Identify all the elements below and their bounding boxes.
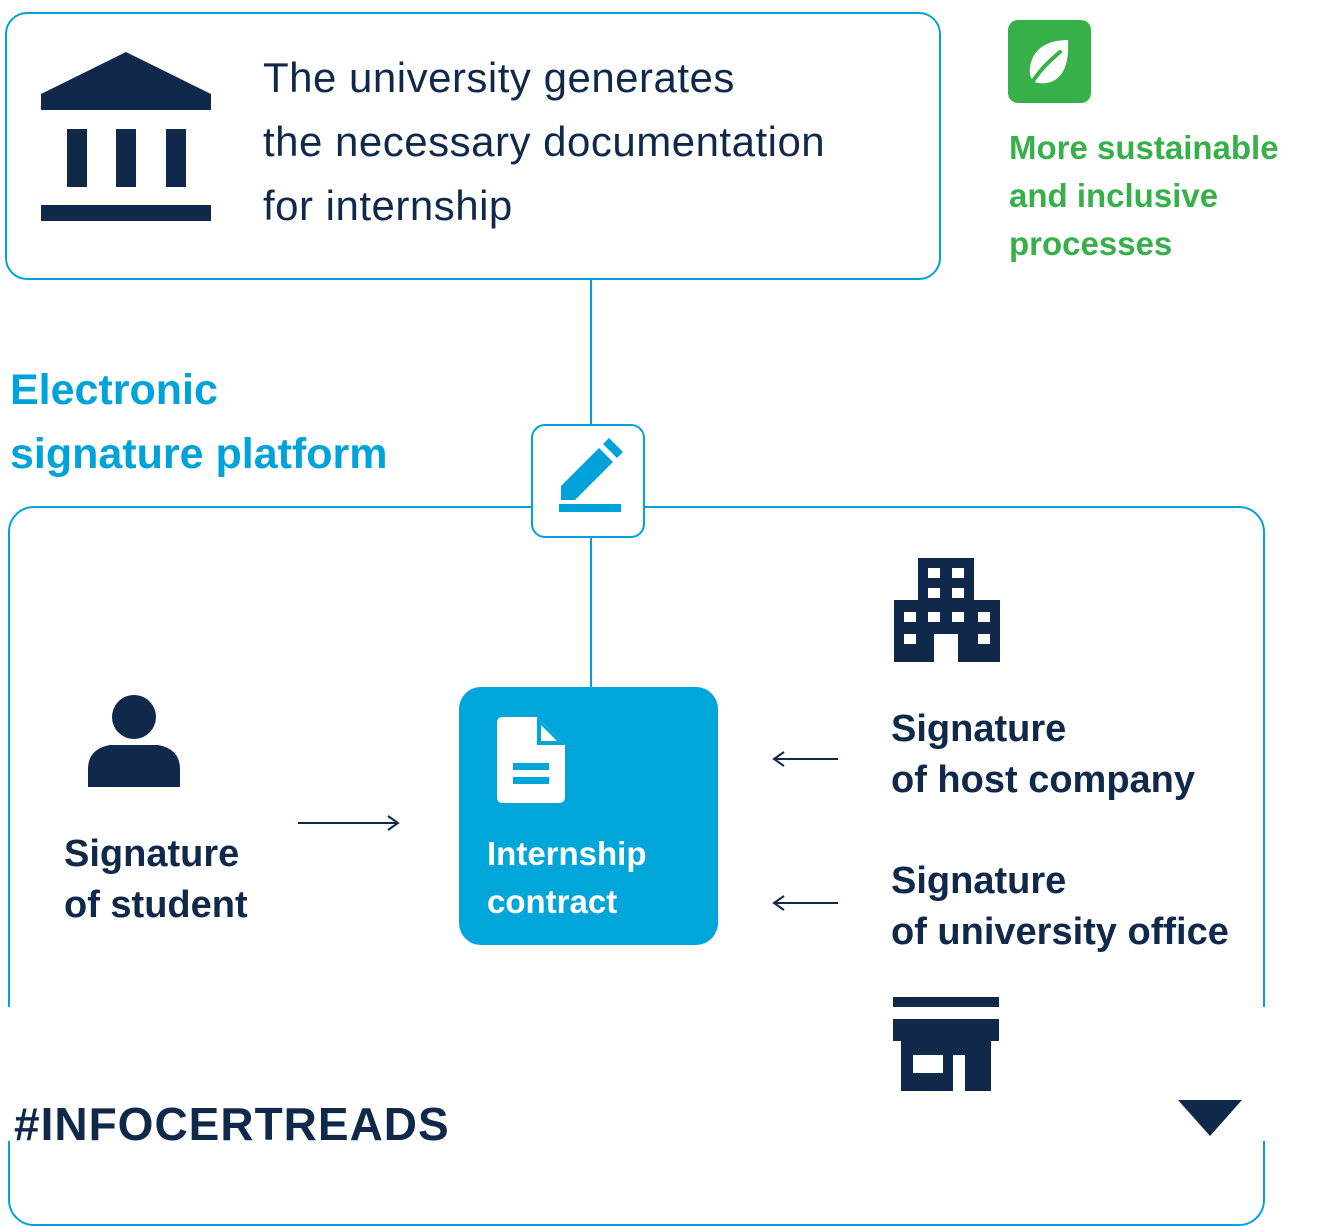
arrow-left-icon	[772, 895, 838, 911]
platform-title-line: Electronic	[10, 366, 218, 414]
host-company-label-line: Signature	[891, 708, 1067, 750]
student-signature-label: Signature of student	[64, 829, 324, 931]
sustainability-line: and inclusive	[1009, 177, 1219, 214]
university-office-signature-label: Signature of university office	[891, 856, 1311, 958]
university-text-line: the necessary documentation	[263, 118, 826, 165]
box-fade	[0, 1007, 1320, 1141]
sustainability-line: processes	[1009, 225, 1173, 262]
university-office-label-line: of university office	[891, 911, 1229, 953]
leaf-icon	[1028, 40, 1069, 88]
contract-label: Internship contract	[487, 830, 707, 926]
student-label-line: of student	[64, 884, 248, 926]
contract-label-line: Internship	[487, 835, 647, 872]
university-box	[5, 12, 941, 280]
office-building-icon	[894, 558, 1000, 662]
sustainability-text: More sustainable and inclusive processes	[1009, 124, 1314, 268]
platform-title: Electronic signature platform	[10, 358, 470, 486]
host-company-signature-label: Signature of host company	[891, 704, 1311, 806]
host-company-label-line: of host company	[891, 759, 1196, 801]
storefront-icon	[893, 997, 999, 1091]
contract-label-line: contract	[487, 883, 618, 920]
arrow-right-icon	[298, 815, 400, 831]
edit-pen-box	[531, 424, 645, 538]
platform-title-line: signature platform	[10, 430, 388, 478]
triangle-down-icon	[1178, 1100, 1242, 1136]
leaf-badge	[1008, 20, 1091, 103]
connector-line-bottom	[590, 538, 592, 688]
university-office-label-line: Signature	[891, 860, 1067, 902]
student-label-line: Signature	[64, 833, 240, 875]
university-description: The university generates the necessary d…	[263, 46, 923, 238]
connector-line-top	[590, 280, 592, 426]
document-icon	[497, 717, 565, 803]
sustainability-line: More sustainable	[1009, 129, 1279, 166]
person-icon	[88, 695, 180, 787]
university-text-line: for internship	[263, 182, 513, 229]
university-text-line: The university generates	[263, 54, 735, 101]
edit-pen-icon	[559, 438, 623, 512]
arrow-left-icon	[772, 751, 838, 767]
university-icon	[41, 52, 211, 221]
hashtag: #INFOCERTREADS	[14, 1098, 450, 1150]
